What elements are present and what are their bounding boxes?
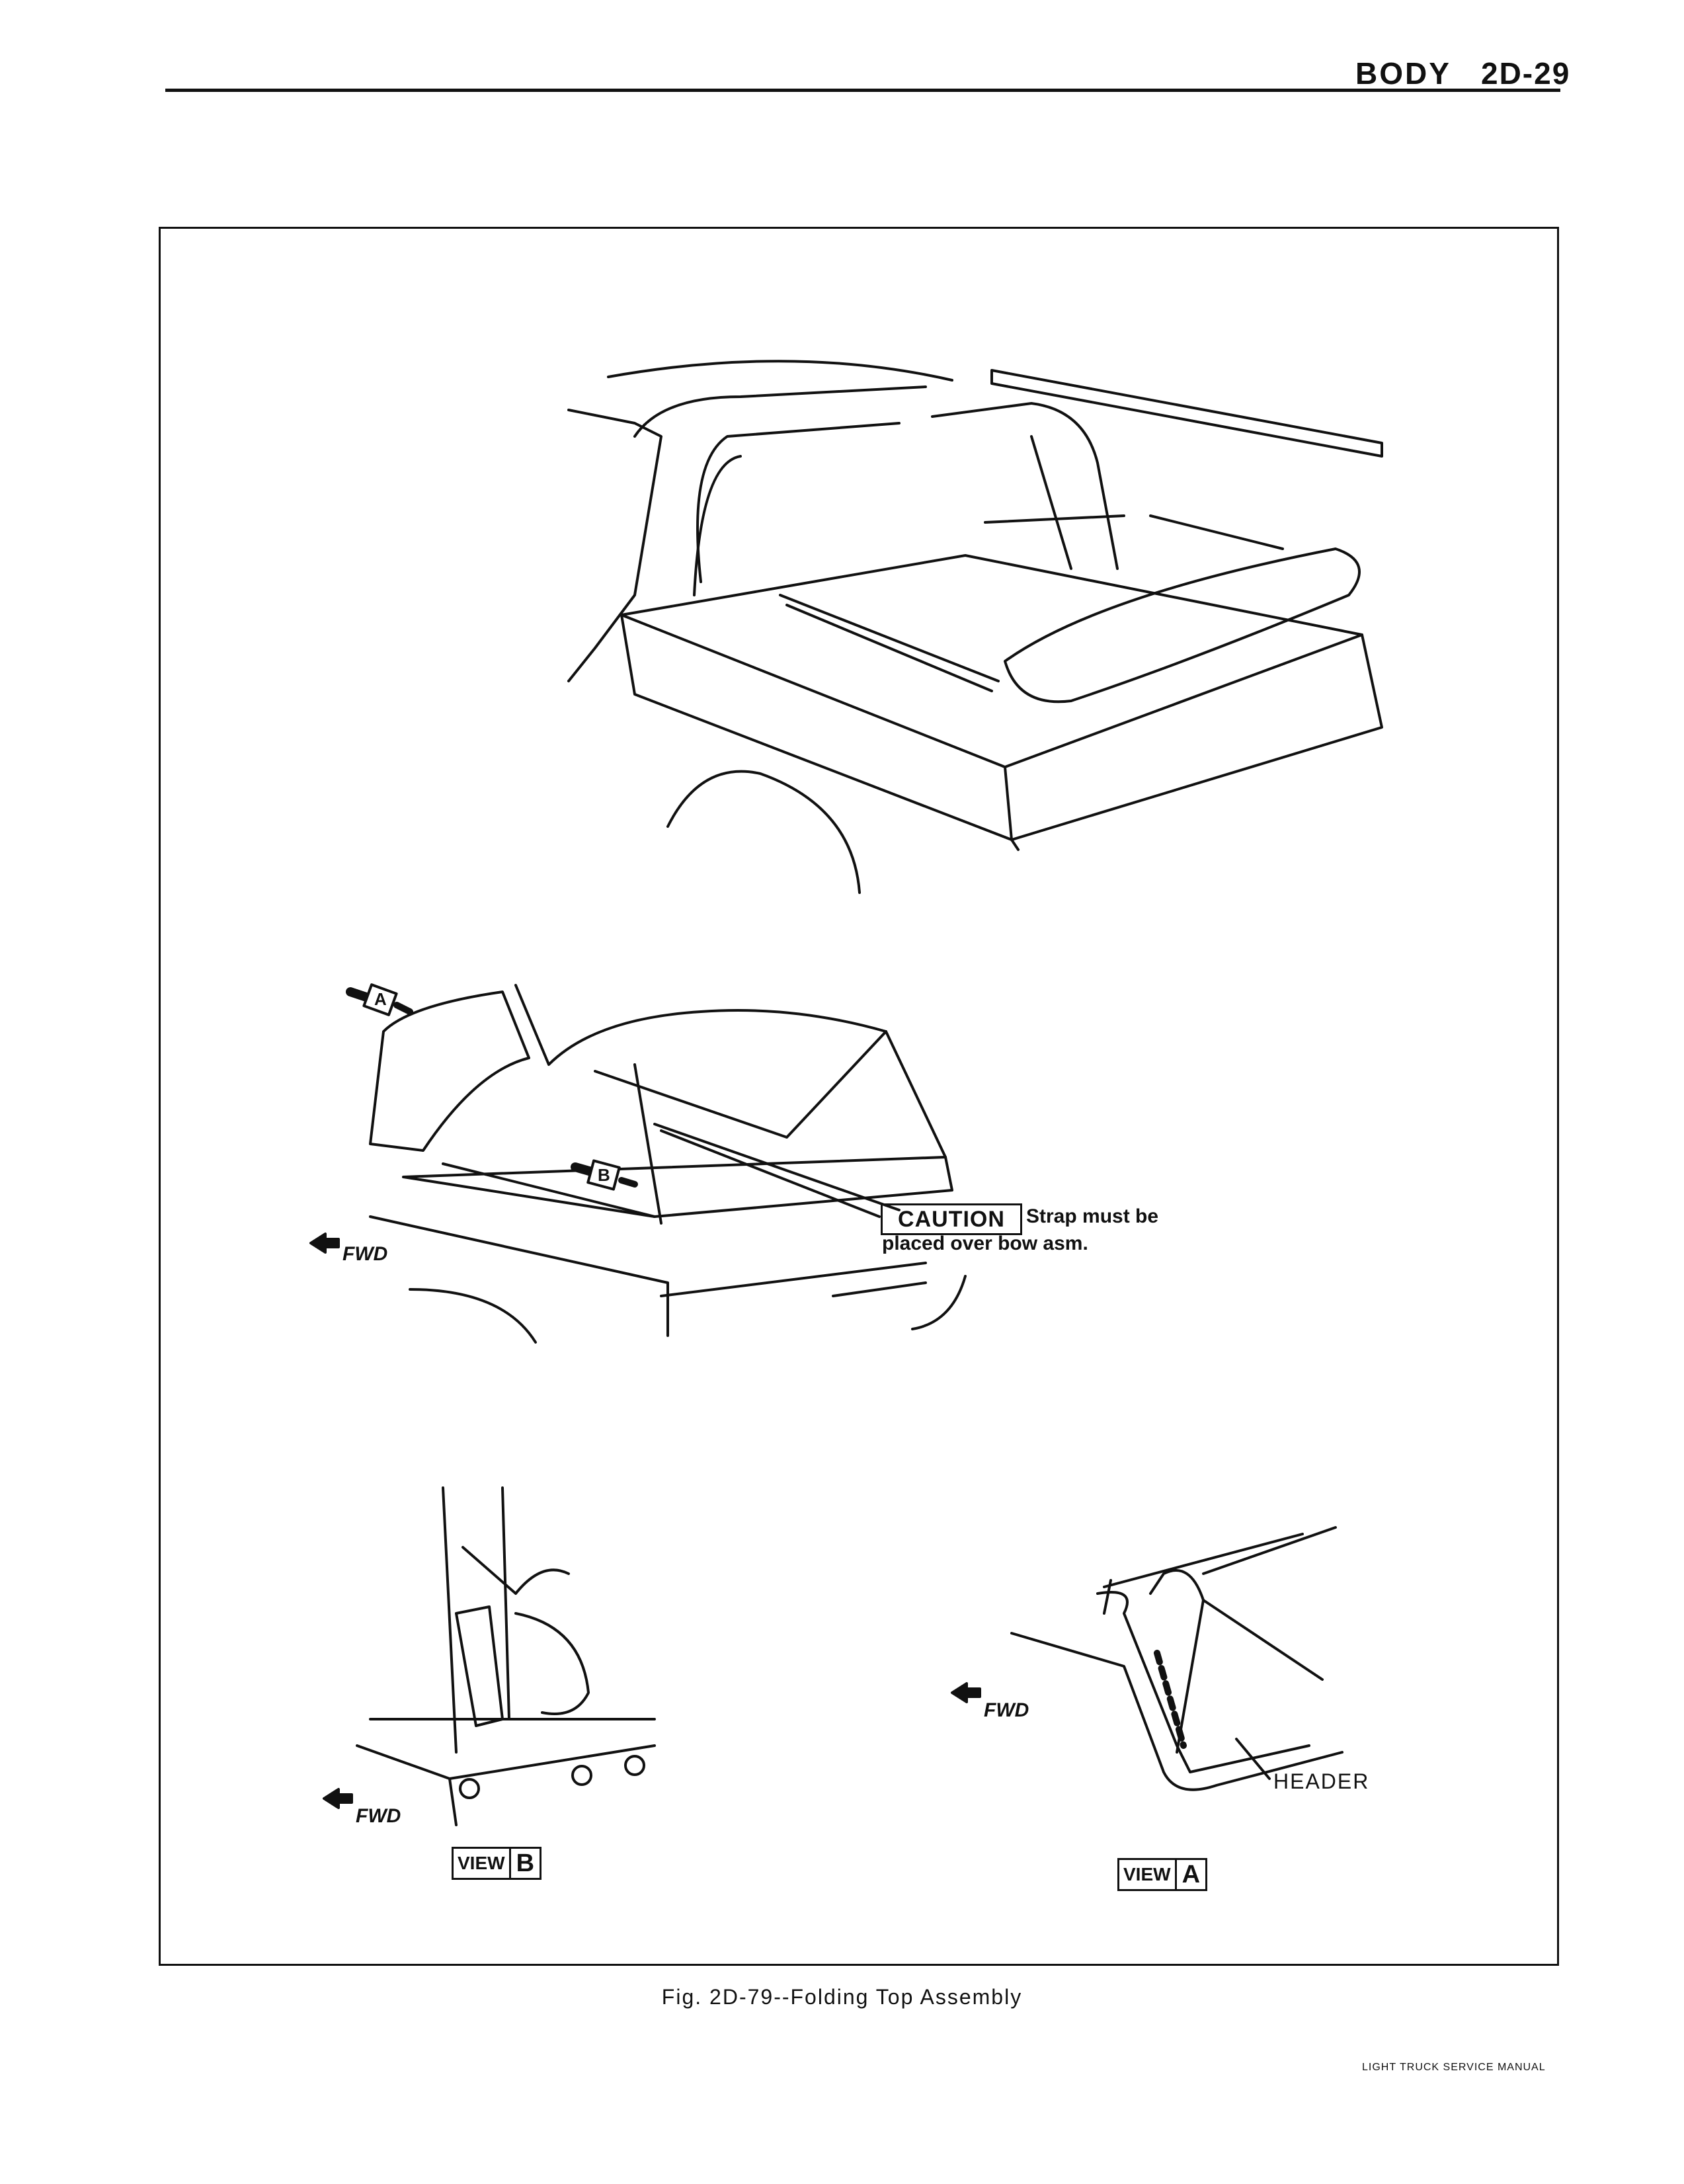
fwd-arrow-icon — [951, 1682, 981, 1703]
view-b-word: VIEW — [454, 1849, 511, 1878]
fwd-label: FWD — [342, 1243, 388, 1265]
view-b-letter: B — [516, 1849, 535, 1877]
fwd-label: FWD — [356, 1805, 401, 1827]
fwd-arrow-icon — [309, 1233, 340, 1254]
view-a-word: VIEW — [1119, 1860, 1177, 1889]
header-callout: HEADER — [1273, 1769, 1370, 1793]
view-a-tag: VIEW A — [1117, 1858, 1208, 1891]
page-number: 2D-29 — [1481, 56, 1571, 91]
view-a-letter: A — [1182, 1861, 1201, 1888]
caution-text-line2: placed over bow asm. — [882, 1233, 1088, 1254]
view-a-drawing — [1010, 1526, 1343, 1791]
folding-top-side-drawing — [369, 984, 967, 1344]
fwd-label: FWD — [984, 1699, 1029, 1721]
footer-text: LIGHT TRUCK SERVICE MANUAL — [1362, 2062, 1546, 2073]
figure-caption: Fig. 2D-79--Folding Top Assembly — [661, 1985, 1023, 2009]
view-b-drawing — [356, 1486, 656, 1826]
figure-frame — [159, 227, 1559, 1966]
view-b-badge: B — [598, 1165, 610, 1185]
truck-bed-drawing — [567, 360, 1383, 894]
section-title: BODY — [1355, 56, 1451, 91]
view-a-badge: A — [374, 989, 387, 1009]
caution-text-line1: Strap must be — [1026, 1205, 1159, 1227]
caution-leader-line — [660, 1129, 881, 1218]
view-b-tag: VIEW B — [452, 1847, 542, 1880]
caution-label: CAUTION — [881, 1203, 1022, 1235]
header-rule — [165, 89, 1560, 92]
fwd-arrow-icon — [323, 1788, 353, 1809]
